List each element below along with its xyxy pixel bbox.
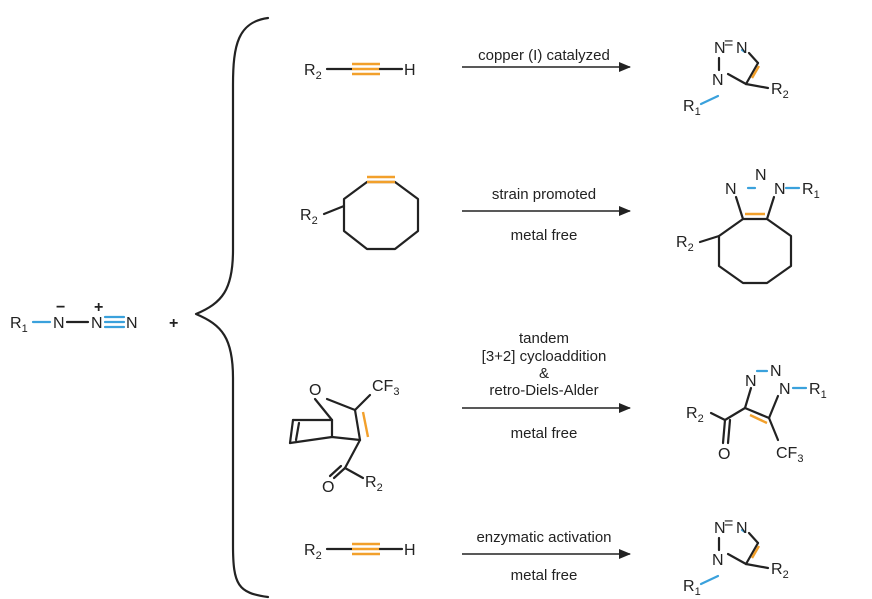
row4-condition-below-label: metal free (511, 567, 578, 584)
row4-product-n3-label: N (712, 552, 724, 569)
row1-substrate-h-label: H (404, 62, 416, 79)
row-2-product-fused-triazole: N N N R1 R2 (676, 167, 820, 285)
row2-condition-below-label: metal free (511, 227, 578, 244)
row4-product-r1-label: R1 (683, 578, 701, 598)
row4-product-n2-label: N (736, 520, 748, 537)
azide-triple-bond (103, 315, 126, 329)
row1-product-n3-label: N (712, 72, 724, 89)
row3-substrate-r2-label: R2 (365, 474, 383, 494)
row-1-substrate: R2 H (304, 62, 416, 82)
row3-product-r1-label: R1 (809, 381, 827, 401)
row3-product-r2-label: R2 (686, 405, 704, 425)
row4-substrate-r2-label: R2 (304, 542, 322, 562)
row3-product-n2-label: N (770, 363, 782, 380)
plus-sign: + (169, 315, 178, 332)
curly-brace (194, 16, 270, 599)
row2-condition-above-label: strain promoted (492, 186, 596, 203)
azide-n1-minus-charge: − (56, 299, 65, 316)
row2-product-n1-label: N (725, 181, 737, 198)
row2-product-n2-label: N (755, 167, 767, 184)
azide-n2-label: N (91, 315, 103, 332)
row3-product-carbonyl-o-label: O (718, 446, 730, 463)
row-1-product-triazole: N = N N R2 R1 (683, 35, 789, 118)
row-2-substrate-cyclooctyne: R2 (300, 175, 420, 251)
row3-condition-line1-label: tandem (519, 330, 569, 347)
row-3-product-triazole: N N N R1 R2 O CF3 (686, 363, 827, 465)
row3-product-n1-label: N (745, 373, 757, 390)
row3-product-n3-label: N (779, 381, 791, 398)
azide-n3-label: N (126, 315, 138, 332)
row1-substrate-r2-label: R2 (304, 62, 322, 82)
row2-substrate-r2-label: R2 (300, 207, 318, 227)
row3-condition-line2-label: [3+2] cycloaddition (482, 348, 607, 365)
row4-product-nn-double-bond: = (724, 515, 733, 532)
row3-condition-below-label: metal free (511, 425, 578, 442)
row3-product-cf3-label: CF3 (776, 445, 803, 465)
row-4-substrate: R2 H (304, 542, 416, 562)
row3-substrate-cf3-label: CF3 (372, 378, 399, 398)
row-3-substrate-oxanorbornadiene: O CF3 O R2 (288, 378, 399, 496)
row1-product-r2-label: R2 (771, 81, 789, 101)
row3-substrate-bridge-o-label: O (309, 382, 321, 399)
row4-product-n1-label: N (714, 520, 726, 537)
row3-condition-line4-label: retro-Diels-Alder (489, 382, 598, 399)
row2-product-n3-label: N (774, 181, 786, 198)
row3-condition-line3-label: & (539, 365, 549, 382)
row2-product-r2-label: R2 (676, 234, 694, 254)
row1-product-nn-double-bond: = (724, 35, 733, 52)
row3-substrate-carbonyl-o-label: O (322, 479, 334, 496)
azide-n2-plus-charge: + (94, 299, 103, 316)
azide-n1-label: N (53, 315, 65, 332)
azide-r1-label: R1 (10, 315, 28, 335)
row1-product-n1-label: N (714, 40, 726, 57)
row4-product-r2-label: R2 (771, 561, 789, 581)
row1-condition-label: copper (I) catalyzed (478, 47, 610, 64)
row1-product-n2-label: N (736, 40, 748, 57)
azide-reactant: R1 N − N + N + (10, 299, 178, 335)
row1-product-r1-label: R1 (683, 98, 701, 118)
row2-product-r1-label: R1 (802, 181, 820, 201)
row4-substrate-h-label: H (404, 542, 416, 559)
row4-condition-above-label: enzymatic activation (476, 529, 611, 546)
row-4-product-triazole: N = N N R2 R1 (683, 515, 789, 598)
